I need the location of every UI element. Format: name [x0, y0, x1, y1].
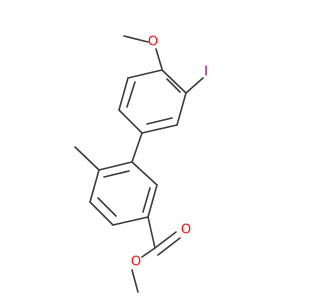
- molecule-structure-diagram: O I O O: [74, 35, 208, 293]
- bond-O-ringC: [155, 48, 163, 70]
- ring1-bond-3-double: [146, 117, 173, 125]
- bond-ester-O-methyl: [131, 269, 139, 293]
- ring1-bond-1: [161, 69, 187, 94]
- bond-ester-C=O-1: [154, 231, 177, 249]
- atom-label-carbonyl-O: O: [181, 223, 191, 238]
- bond-ring-methyl: [74, 146, 100, 171]
- ring1-bond-1-double: [166, 78, 181, 93]
- atom-label-iodine: I: [204, 65, 208, 80]
- bond-methyl-O: [123, 35, 149, 43]
- bond-group: [74, 35, 204, 293]
- bond-biaryl: [131, 132, 143, 163]
- ring1-bond-5-double: [126, 81, 136, 108]
- ring2-bond-6-double: [103, 170, 130, 178]
- ring2-bond-2: [147, 184, 158, 218]
- ring2-bond-2-double: [142, 187, 151, 213]
- ring2-bond-1: [131, 161, 158, 186]
- atom-label-ester-O: O: [131, 255, 141, 270]
- ring2-bond-5: [89, 169, 100, 203]
- ring2-bond-4: [89, 201, 114, 226]
- ring1-bond-5: [118, 77, 129, 111]
- ring1-bond-2: [176, 92, 187, 126]
- ring2-bond-4-double: [97, 197, 117, 217]
- bond-ester-C=O-2: [157, 237, 181, 256]
- ring1-bond-3: [141, 124, 178, 134]
- ring2-bond-3: [112, 216, 149, 226]
- ring1-bond-6: [127, 69, 163, 79]
- ring2-bond-6: [98, 161, 133, 171]
- bond-ester-C-O: [141, 247, 156, 258]
- atom-label-group: O I O O: [131, 35, 208, 270]
- atom-label-methoxy-O: O: [148, 35, 158, 50]
- bond-ring-ester-C: [147, 216, 156, 249]
- bond-ringC-I: [185, 77, 204, 94]
- ring1-bond-4: [118, 109, 143, 134]
